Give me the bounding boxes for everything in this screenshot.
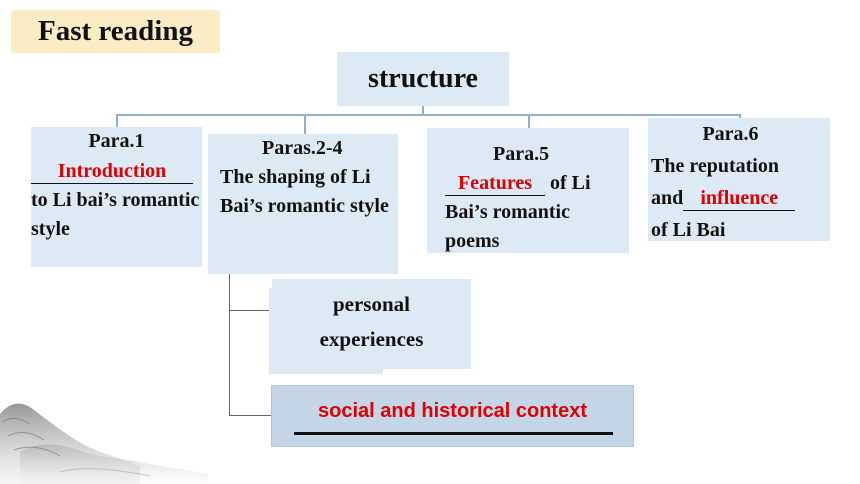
sub-item-context: social and historical context — [271, 385, 634, 447]
para5-box: Para.5 Features of Li Bai’s romantic poe… — [427, 128, 629, 253]
para6-line1: The reputation — [651, 155, 779, 177]
para5-text: Bai’s romantic poems — [445, 201, 570, 252]
para2-heading: Paras.2-4 — [262, 137, 343, 159]
para1-text: to Li bai’s romantic style — [31, 189, 200, 240]
para5-answer: Features — [445, 171, 545, 196]
para1-heading: Para.1 — [88, 130, 145, 152]
sub-item-personal-text: personal experiences — [319, 292, 424, 351]
sub-item-context-text: social and historical context — [318, 400, 587, 422]
para6-text: of Li Bai — [651, 219, 726, 241]
para1-answer: Introduction — [31, 159, 193, 184]
para6-answer: influence — [683, 186, 796, 211]
para1-box: Para.1 Introduction to Li bai’s romantic… — [31, 127, 202, 267]
structure-box: structure — [337, 52, 509, 106]
para2-box: Paras.2-4 The shaping of Li Bai’s romant… — [208, 134, 398, 274]
para2-text: The shaping of Li Bai’s romantic style — [220, 166, 389, 217]
para6-heading: Para.6 — [702, 123, 759, 145]
answer-underline — [294, 432, 613, 435]
sub-item-personal: personal experiences — [272, 279, 471, 369]
page-title: Fast reading — [11, 10, 220, 53]
ink-mountain-decoration — [0, 403, 208, 484]
para5-inline: of Li — [550, 172, 591, 194]
para6-prefix: and — [651, 187, 684, 209]
para5-heading: Para.5 — [493, 143, 550, 165]
